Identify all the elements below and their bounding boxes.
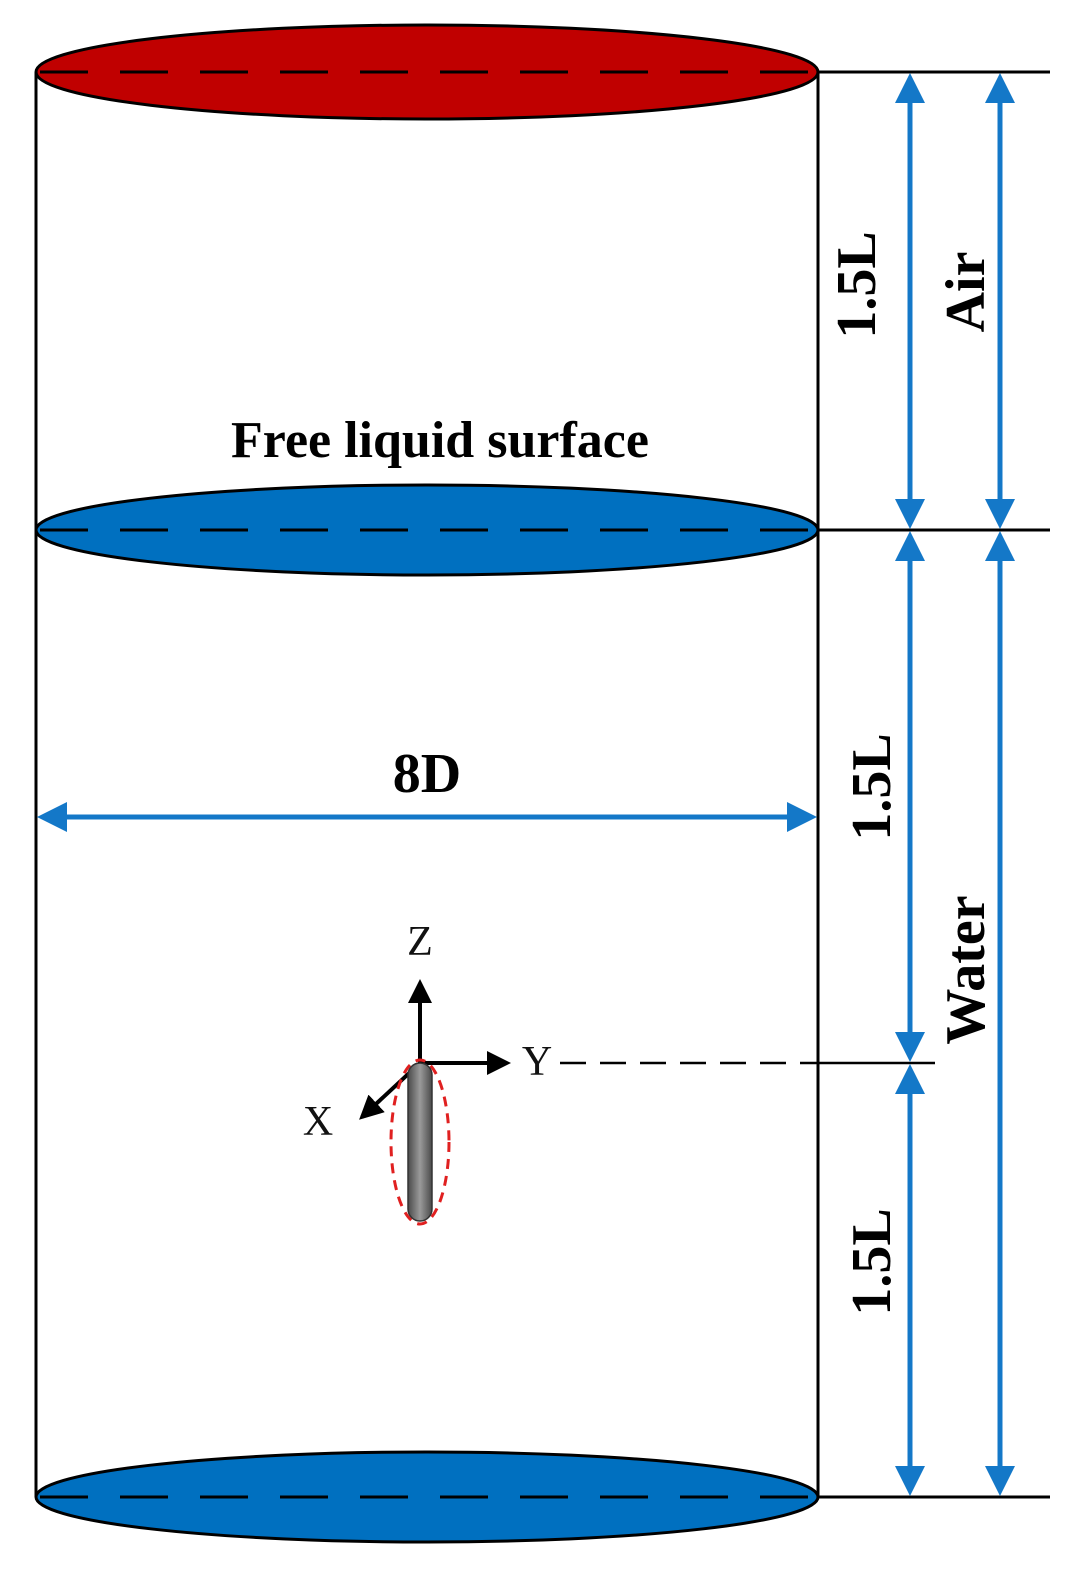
- region-label-air: Air: [935, 252, 997, 333]
- z-axis-label: Z: [407, 919, 433, 965]
- dim-label-water-lower-segment: 1.5L: [841, 1208, 903, 1315]
- vehicle-halo: [389, 1058, 451, 1226]
- y-axis-label: Y: [522, 1039, 552, 1085]
- free-surface-label: Free liquid surface: [231, 412, 649, 469]
- x-axis-label: X: [303, 1099, 333, 1145]
- dim-label-air-segment: 1.5L: [826, 231, 888, 338]
- dim-label-water-upper-segment: 1.5L: [841, 733, 903, 840]
- diameter-label: 8D: [393, 743, 461, 805]
- vehicle-body: [407, 1062, 433, 1222]
- region-label-water: Water: [935, 895, 997, 1044]
